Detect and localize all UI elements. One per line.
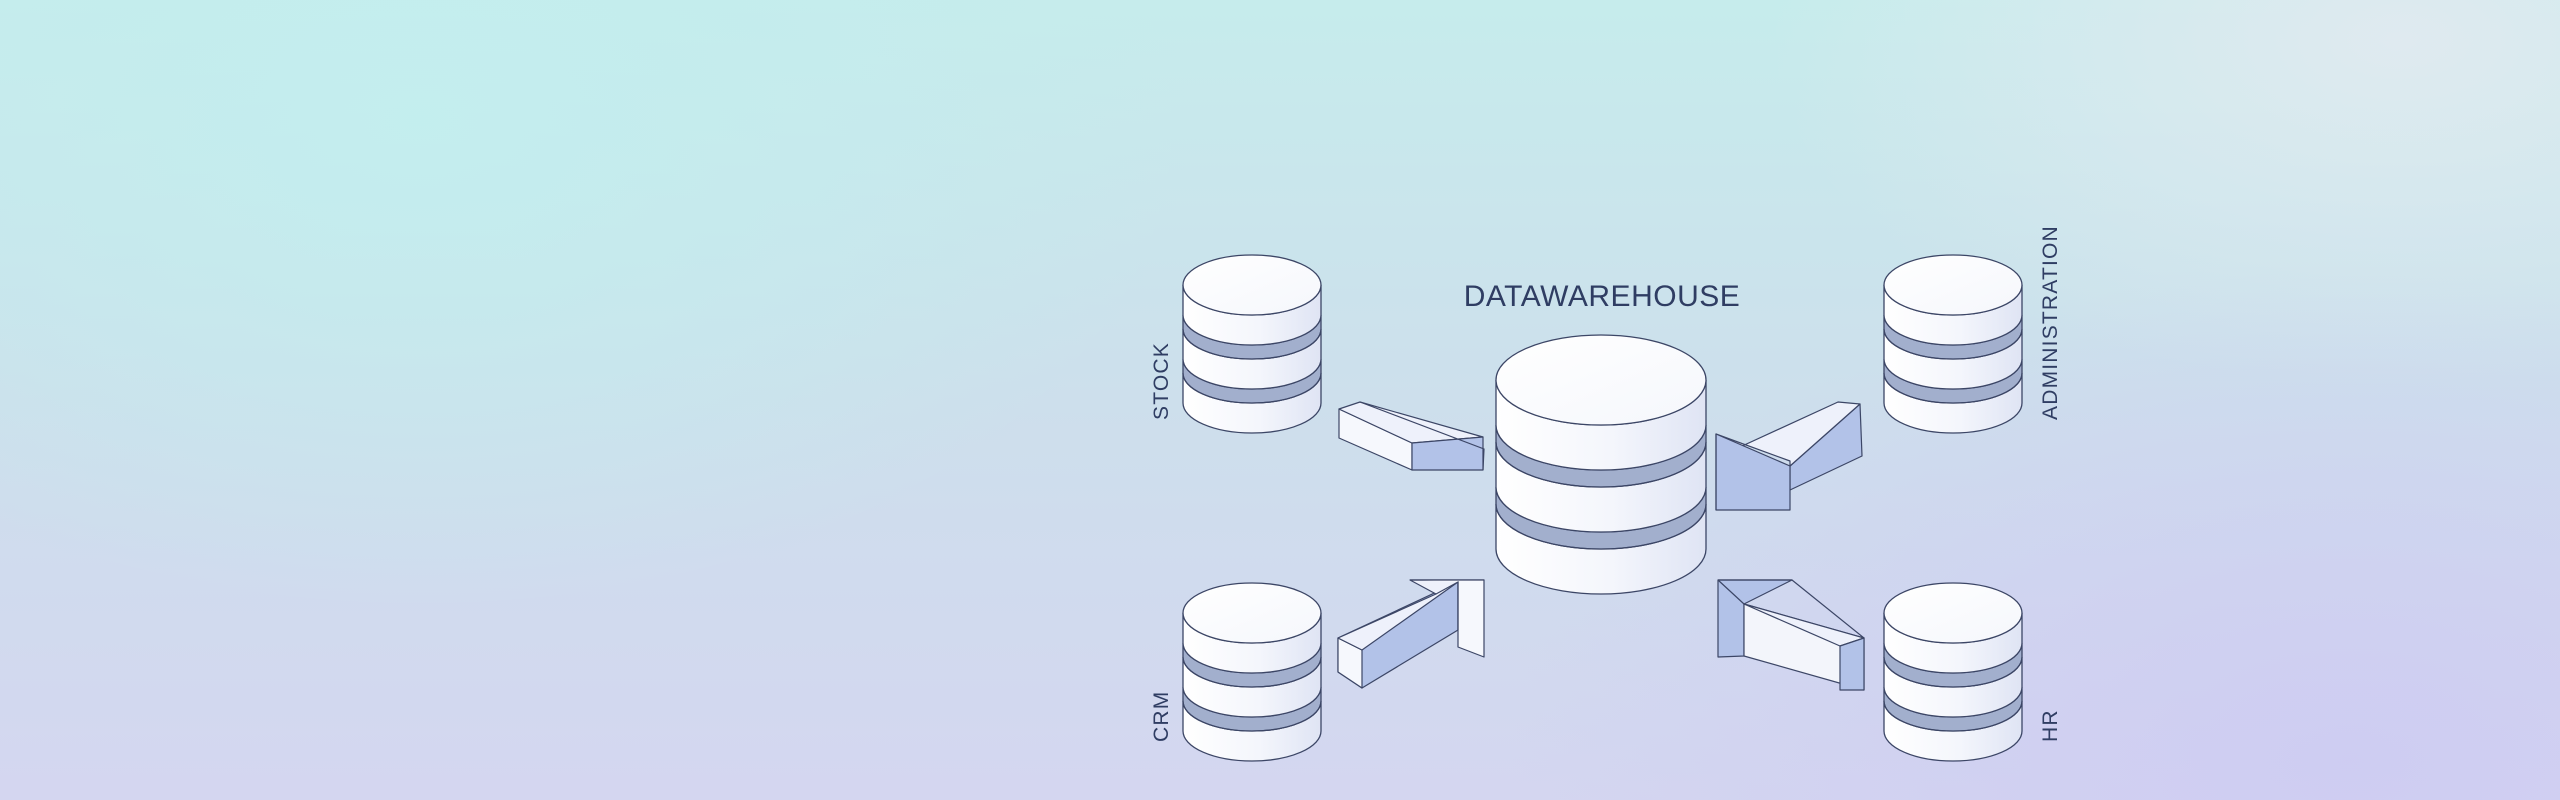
disk-edge xyxy=(1182,328,1322,360)
disk-edge xyxy=(1495,503,1707,550)
administration-database-icon xyxy=(1883,254,2023,434)
crm-label: CRM xyxy=(1150,691,1173,742)
disk-edge xyxy=(1182,372,1322,404)
disk-top xyxy=(1182,254,1322,316)
disk-edge xyxy=(1883,656,2023,688)
disk-top xyxy=(1182,582,1322,644)
hr-database-icon xyxy=(1883,582,2023,762)
disk-edge xyxy=(1883,700,2023,732)
datawarehouse-title: DATAWAREHOUSE xyxy=(1464,280,1741,313)
disk-edge xyxy=(1883,328,2023,360)
disk-edge xyxy=(1495,441,1707,488)
disk-top xyxy=(1883,582,2023,644)
crm-database-icon xyxy=(1182,582,1322,762)
hr-label: HR xyxy=(2039,709,2062,742)
disk-edge xyxy=(1182,700,1322,732)
arrow-crm-to-warehouse xyxy=(1337,579,1485,689)
stock-database-icon xyxy=(1182,254,1322,434)
arrow-administration-to-warehouse xyxy=(1715,401,1863,511)
disk-edge xyxy=(1182,656,1322,688)
disk-top xyxy=(1495,334,1707,426)
stock-label: STOCK xyxy=(1150,342,1173,420)
disk-top xyxy=(1883,254,2023,316)
datawarehouse-database-icon xyxy=(1495,334,1707,595)
disk-edge xyxy=(1883,372,2023,404)
arrow-hr-to-warehouse xyxy=(1717,579,1865,691)
arrow-stock-to-warehouse xyxy=(1338,401,1485,471)
administration-label: ADMINISTRATION xyxy=(2039,225,2062,420)
